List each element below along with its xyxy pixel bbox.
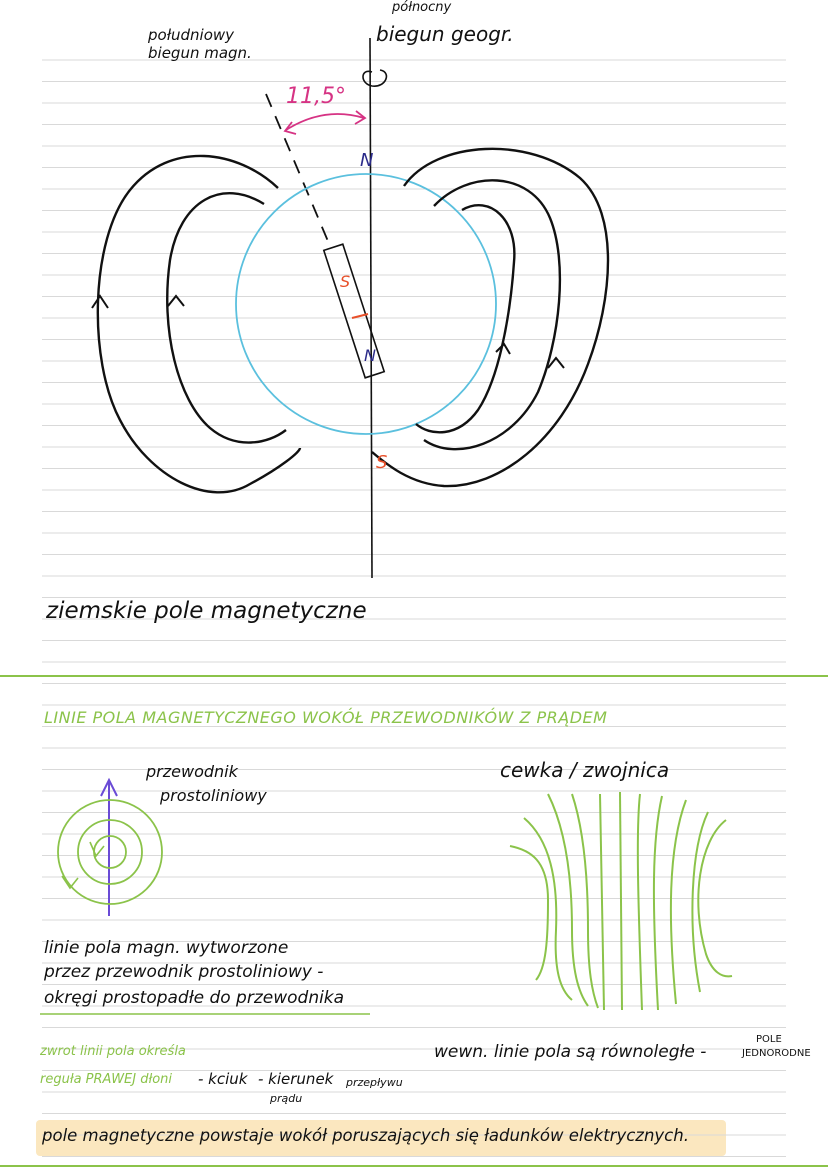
field-circle-outer bbox=[57, 799, 163, 905]
straight-conductor-label-1: przewodnik bbox=[146, 762, 238, 781]
bar-magnet bbox=[322, 243, 386, 379]
field-circle-middle bbox=[77, 819, 143, 885]
coil-line-4 bbox=[571, 793, 599, 1009]
earth-pole-south: S bbox=[376, 452, 388, 473]
coil-line-11 bbox=[697, 819, 733, 978]
field-line-left-inner bbox=[166, 192, 287, 444]
conductor-section-heading: LINIE POLA MAGNETYCZNEGO WOKÓŁ PRZEWODNI… bbox=[44, 708, 608, 727]
north-pole-loop bbox=[362, 69, 388, 87]
coil-line-8 bbox=[652, 795, 663, 1011]
straight-conductor-label-2: prostoliniowy bbox=[160, 786, 267, 805]
coil-description: wewn. linie pola są równoległe - bbox=[434, 1042, 707, 1062]
coil-line-5 bbox=[599, 793, 605, 1011]
rule-line-1: zwrot linii pola określa bbox=[40, 1044, 186, 1059]
uniform-field-label-1: POLE bbox=[756, 1034, 782, 1045]
earth-section-title: ziemskie pole magnetyczne bbox=[46, 598, 367, 624]
magnetic-axis-dashed bbox=[265, 93, 331, 247]
rule-line-2: reguła PRAWEJ dłoni bbox=[40, 1072, 173, 1087]
coil-line-1 bbox=[509, 845, 550, 981]
rule-direction: - kierunek bbox=[258, 1070, 334, 1088]
field-line-left-outer bbox=[96, 154, 302, 494]
angle-arrowhead-left bbox=[283, 121, 297, 135]
field-arrow-right-outer bbox=[547, 356, 565, 369]
rule-flow: przepływu bbox=[346, 1076, 403, 1089]
field-arrow-right-inner bbox=[495, 342, 511, 355]
north-geo-label-line1: północny bbox=[392, 0, 452, 15]
coil-line-3 bbox=[547, 793, 589, 1007]
field-line-right-outer bbox=[371, 147, 610, 488]
angle-arrowhead-right bbox=[354, 110, 367, 125]
magnet-pole-north: N bbox=[364, 346, 376, 365]
summary-text: pole magnetyczne powstaje wokół poruszaj… bbox=[42, 1126, 689, 1145]
coil-line-7 bbox=[636, 793, 643, 1011]
south-magnetic-pole-label: południowy biegun magn. bbox=[148, 26, 252, 62]
field-line-right-inner bbox=[415, 204, 516, 434]
coil-line-2 bbox=[523, 817, 573, 1001]
rule-thumb: - kciuk bbox=[198, 1070, 248, 1088]
field-line-right-middle bbox=[423, 179, 562, 451]
coil-line-9 bbox=[669, 799, 687, 1005]
angle-arrow bbox=[285, 113, 365, 131]
north-geo-label-line2: biegun geogr. bbox=[376, 22, 514, 46]
magnet-pole-south: S bbox=[340, 272, 351, 291]
coil-label: cewka / zwojnica bbox=[500, 758, 670, 782]
earth-circle bbox=[235, 173, 497, 435]
conductor-arrowhead bbox=[100, 777, 118, 797]
desc-line-1: linie pola magn. wytworzone bbox=[44, 938, 289, 958]
coil-line-10 bbox=[691, 811, 709, 993]
angle-label: 11,5° bbox=[286, 84, 346, 109]
field-arrow-left-inner bbox=[167, 294, 185, 307]
field-circle-arrow-1 bbox=[89, 841, 105, 858]
uniform-field-label-2: JEDNORODNE bbox=[742, 1048, 811, 1059]
field-arrow-left-outer bbox=[91, 294, 109, 309]
coil-field-lines bbox=[509, 791, 733, 1011]
bar-magnet-divider bbox=[351, 313, 369, 319]
desc-line-2: przez przewodnik prostoliniowy - bbox=[44, 962, 324, 982]
desc-line-3: okręgi prostopadłe do przewodnika bbox=[44, 988, 345, 1008]
geographic-axis-line bbox=[369, 37, 373, 579]
rule-current: prądu bbox=[270, 1092, 303, 1105]
earth-pole-north: N bbox=[360, 150, 374, 171]
summary-highlight bbox=[36, 1120, 726, 1156]
field-circle-arrow-2 bbox=[61, 875, 79, 890]
coil-line-6 bbox=[619, 791, 623, 1011]
